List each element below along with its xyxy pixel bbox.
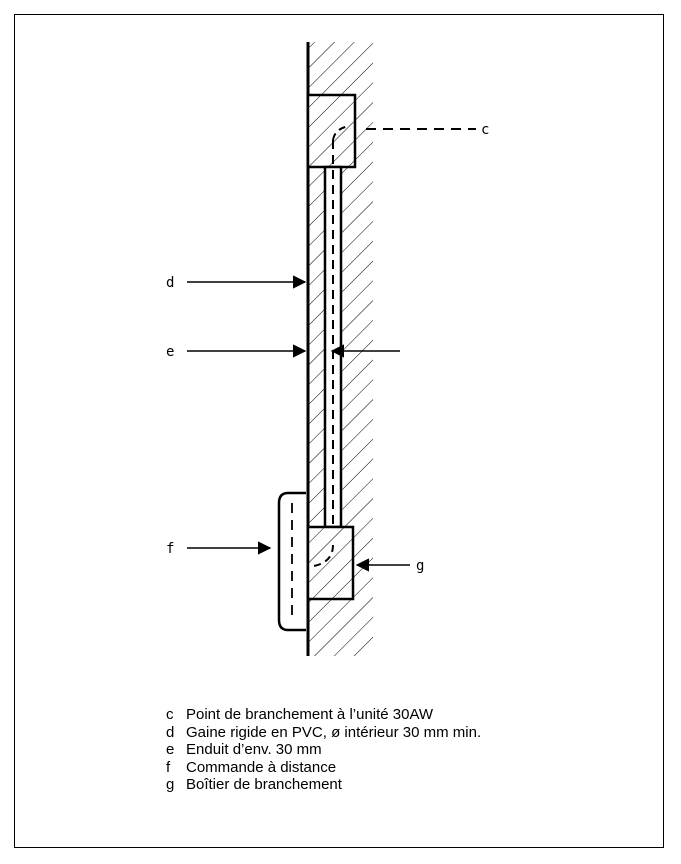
cable-curve-bottom [313, 544, 334, 567]
legend-item-e: e Enduit d’env. 30 mm [166, 741, 481, 759]
legend-key: g [166, 776, 175, 793]
junction-box-bottom-hatch [308, 527, 353, 599]
legend-text: Point de branchement à l’unité 30AW [186, 706, 434, 723]
callout-d-label: d [166, 275, 174, 291]
cable-curve-top [332, 125, 351, 141]
legend-key: e [166, 741, 175, 758]
legend-item-f: f Commande à distance [166, 759, 481, 777]
legend-item-c: c Point de branchement à l’unité 30AW [166, 706, 481, 724]
legend: c Point de branchement à l’unité 30AW d … [166, 706, 481, 794]
junction-box-top-hatch [308, 95, 355, 167]
legend-key: d [166, 723, 175, 741]
callout-f-label: f [166, 541, 174, 557]
legend-text: Commande à distance [186, 758, 337, 776]
figure-frame [14, 14, 664, 848]
callout-g-label: g [416, 558, 424, 574]
legend-item-d: d Gaine rigide en PVC, ø intérieur 30 mm… [166, 724, 481, 742]
callout-e-label: e [166, 344, 174, 360]
legend-text: Enduit d’env. 30 mm [186, 741, 322, 758]
legend-item-g: g Boîtier de branchement [166, 776, 481, 794]
legend-key: f [166, 758, 171, 776]
legend-text: Boîtier de branchement [186, 776, 342, 793]
callout-c-label: c [481, 122, 489, 138]
legend-text: Gaine rigide en PVC, ø intérieur 30 mm m… [186, 723, 482, 741]
legend-key: c [166, 706, 174, 723]
